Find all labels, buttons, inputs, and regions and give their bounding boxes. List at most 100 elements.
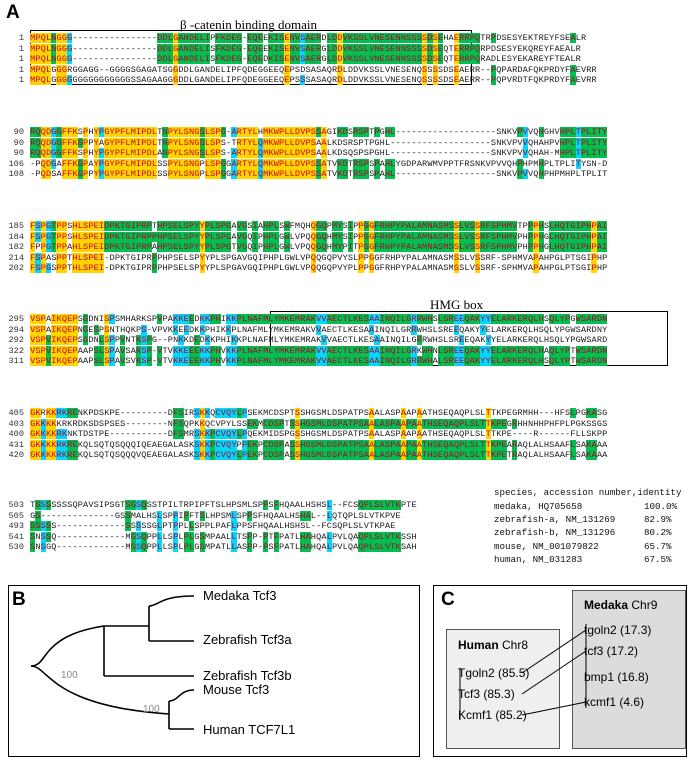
residue-start-number: 541 — [8, 531, 24, 542]
residue-sequence: RQQDGGFFKSPHYPGYPFLMIPDLTNPYLSNGSLSPG-AR… — [30, 127, 608, 137]
residue-sequence: SSSSS-------------SSSSSGLPTPPLLSPPLPAFLP… — [30, 521, 396, 532]
medaka-gene-kcmf1: kcmf1 (4.6) — [584, 695, 645, 709]
tree-leaf-medaka: Medaka Tcf3 — [203, 588, 277, 603]
residue-start-number: 90 — [13, 148, 24, 159]
residue-sequence: VSPVIKQEPAAPSLSPAVSAKSP-VTVKKEEEKKPHVKKP… — [30, 345, 608, 356]
alignment-row: 403 GKKKKKRKRDKSDSPSES--------NFSQPKKQCVP… — [0, 418, 607, 429]
legend-identity: 80.2% — [644, 527, 672, 539]
link-tcf3 — [521, 650, 587, 695]
residue-start-number: 503 — [8, 500, 24, 510]
medaka-chr-title: Medaka Chr9 — [584, 598, 657, 612]
human-gene-kcmf1: Kcmf1 (85.2) — [458, 708, 527, 722]
alignment-row: 322 VSPVIKQEPAAPSLSPAVSAKSP-VTVKKEEEKKPHV… — [0, 345, 608, 356]
residue-start-number: 108 — [8, 169, 24, 180]
alignment-row: 90 RQQDGGFFKSPHYPGYPFLMIPDLANPYLSNGSLSPS-… — [0, 148, 608, 159]
residue-sequence: VSPAIKQEPSGDNISPSMHARKSPVPAKKEEDKKPHIKKP… — [30, 314, 608, 324]
residue-start-number: 403 — [8, 418, 24, 429]
medaka-gene-tcf3: tcf3 (17.2) — [584, 644, 639, 658]
tree-leaf-zebrafish-b: Zebrafish Tcf3b — [203, 668, 292, 683]
alignment-row: 90 RQQDGGFFKGPPYAGYPFLMIPDLTNPYLSNGSLSPS-… — [0, 137, 608, 148]
residue-sequence: FSPGSPPTHLSPEI-DPKTGIPRPPHPSELSPYYPLSPGA… — [30, 263, 608, 274]
legend-identity: 67.5% — [644, 553, 672, 565]
synteny-lines — [459, 624, 587, 720]
legend-species-accession: medaka, HQ705658 — [494, 501, 583, 512]
residue-sequence: MPQLGGGRGGAGG--GGGGSGAGATSGGDDLGANDELIPF… — [30, 64, 597, 75]
residue-sequence: VSPVIKQEPSGDNLSPPVNTKSPG--PNKKDEDKKPHIKK… — [30, 335, 608, 346]
beta-catenin-domain-label: β -catenin binding domain — [180, 17, 317, 32]
panel-a-letter: A — [6, 2, 20, 23]
legend-identity: 100.0% — [644, 501, 678, 512]
legend-species-accession: zebrafish-a, NM_131269 — [494, 514, 616, 526]
panel-c-letter: C — [441, 589, 455, 610]
medaka-chr: Chr9 — [631, 598, 658, 612]
alignment-row: 295 VSPAIKQEPSGDNISPSMHARKSPVPAKKEEDKKPHI… — [0, 314, 608, 324]
residue-sequence: GKKKKRKREKQLSQTQSQQQVQEAEGALASKSKKPCVQYL… — [30, 450, 608, 461]
residue-sequence: MPQLGGGGGGGGGGGGGGGSSAGAAGGGDDLGANDELIPF… — [30, 75, 597, 86]
residue-sequence: GKKKKRKNKTDSTPE-----------DFSMRSKKPCVQYL… — [30, 429, 608, 440]
residue-start-number: 322 — [8, 345, 24, 356]
residue-sequence: -PQDGAFFKGPAYPGYPFLMIPDLSSPYLSNGPLSPGGAR… — [30, 158, 608, 169]
alignment-row: 1 MPQLNGGG----------------DDLGANDELIPFKDE… — [0, 33, 586, 43]
residue-sequence: VSPVIKQEPAAPSLSPAVSVKSP-VTVKKEEEKKPHVKKP… — [30, 356, 608, 367]
alignment-row: 503 TSSSSSSSQPAVSIPSGTSGSQSSTPILTRPIPFTSL… — [0, 500, 495, 510]
tree-leaf-zebrafish-a: Zebrafish Tcf3a — [203, 632, 292, 647]
residue-start-number: 505 — [8, 510, 24, 521]
medaka-gene-tgoln2: tgoln2 (17.3) — [584, 623, 652, 637]
residue-start-number: 530 — [8, 542, 24, 553]
residue-sequence: RQQDGGFFKGPPYAGYPFLMIPDLTNPYLSNGSLSPS-TR… — [30, 137, 608, 148]
bootstrap-fish: 100 — [61, 670, 78, 681]
residue-start-number: 294 — [8, 324, 24, 335]
residue-sequence: FSPGTPPSHLSPEIDPKTGIPRPTHPSELSPYYPLSPGAV… — [30, 221, 608, 231]
bootstrap-mammal: 100 — [143, 704, 160, 715]
residue-start-number: 1 — [18, 64, 24, 75]
legend-row: medaka, HQ705658 100.0% — [494, 500, 677, 513]
residue-sequence: RQQDGGFFKSPHYPGYPFLMIPDLANPYLSNGSLSPS-AR… — [30, 148, 608, 159]
alignment-row: 1 MPQLGGGRGGAGG--GGGGSGAGATSGGDDLGANDELIP… — [0, 64, 597, 75]
medaka-species: Medaka — [584, 598, 629, 612]
human-gene-tcf3: Tcf3 (85.3) — [458, 687, 515, 701]
alignment-row: 106-PQDGAFFKGPAYPGYPFLMIPDLSSPYLSNGPLSPG… — [0, 158, 607, 169]
residue-start-number: 202 — [8, 263, 24, 274]
legend-species-accession: human, NM_031283 — [494, 553, 583, 565]
tree-branches — [30, 595, 195, 730]
residue-sequence: -PQDSAFFKGPPYPGYPFLMIPDLSSPYLSNGPLSPGGAR… — [30, 169, 608, 180]
alignment-row: 202 FSPGSPPTHLSPEI-DPKTGIPRPPHPSELSPYYPLS… — [0, 263, 607, 274]
branch-fish — [30, 625, 105, 667]
phylogenetic-tree-panel: Medaka Tcf3 Zebrafish Tcf3a Zebrafish Tc… — [8, 585, 420, 757]
alignment-row: 405 GKRKKRKRENKPDSKPE---------DFSIRSKKQCV… — [0, 408, 607, 418]
alignment-row: 400 GKKKKRKNKTDSTPE-----------DFSMRSKKPCV… — [0, 429, 607, 440]
residue-sequence: GKRKKRKRENKPDSKPE---------DFSIRSKKQCVQYL… — [30, 408, 608, 418]
residue-sequence: SNSGQ-------------MGSQPPLLSPLPLGSMPATLLA… — [30, 542, 417, 553]
residue-sequence: GKKKKKRKRDKSDSPSES--------NFSQPKKQCVPYLS… — [30, 418, 608, 429]
alignment-row: 108 -PQDSAFFKGPPYPGYPFLMIPDLSSPYLSNGPLSPG… — [0, 169, 607, 180]
branch-medaka — [148, 595, 195, 607]
residue-start-number: 1 — [18, 33, 24, 43]
residue-start-number: 90 — [13, 137, 24, 148]
legend-header: species, accession number,identity — [494, 487, 682, 498]
residue-sequence: TSSSSSSSQPAVSIPSGTSGSQSSTPILTRPIPFTSLHPS… — [30, 500, 417, 510]
residue-start-number: 400 — [8, 429, 24, 440]
residue-start-number: 214 — [8, 252, 24, 263]
hmg-box-label: HMG box — [430, 297, 484, 312]
residue-start-number: 295 — [8, 314, 24, 324]
residue-sequence: MPQLNGGG----------------DDLGANDELIPFKDEG… — [30, 33, 587, 43]
residue-start-number: 405 — [8, 408, 24, 418]
residue-start-number: 431 — [8, 439, 24, 450]
human-chromosome-box — [446, 629, 560, 749]
medaka-gene-bmp1: bmp1 (16.8) — [584, 670, 649, 684]
residue-start-number: 493 — [8, 521, 24, 532]
residue-sequence: MPQLNGGG----------------DDLGANDELISFKDEG… — [30, 54, 581, 65]
